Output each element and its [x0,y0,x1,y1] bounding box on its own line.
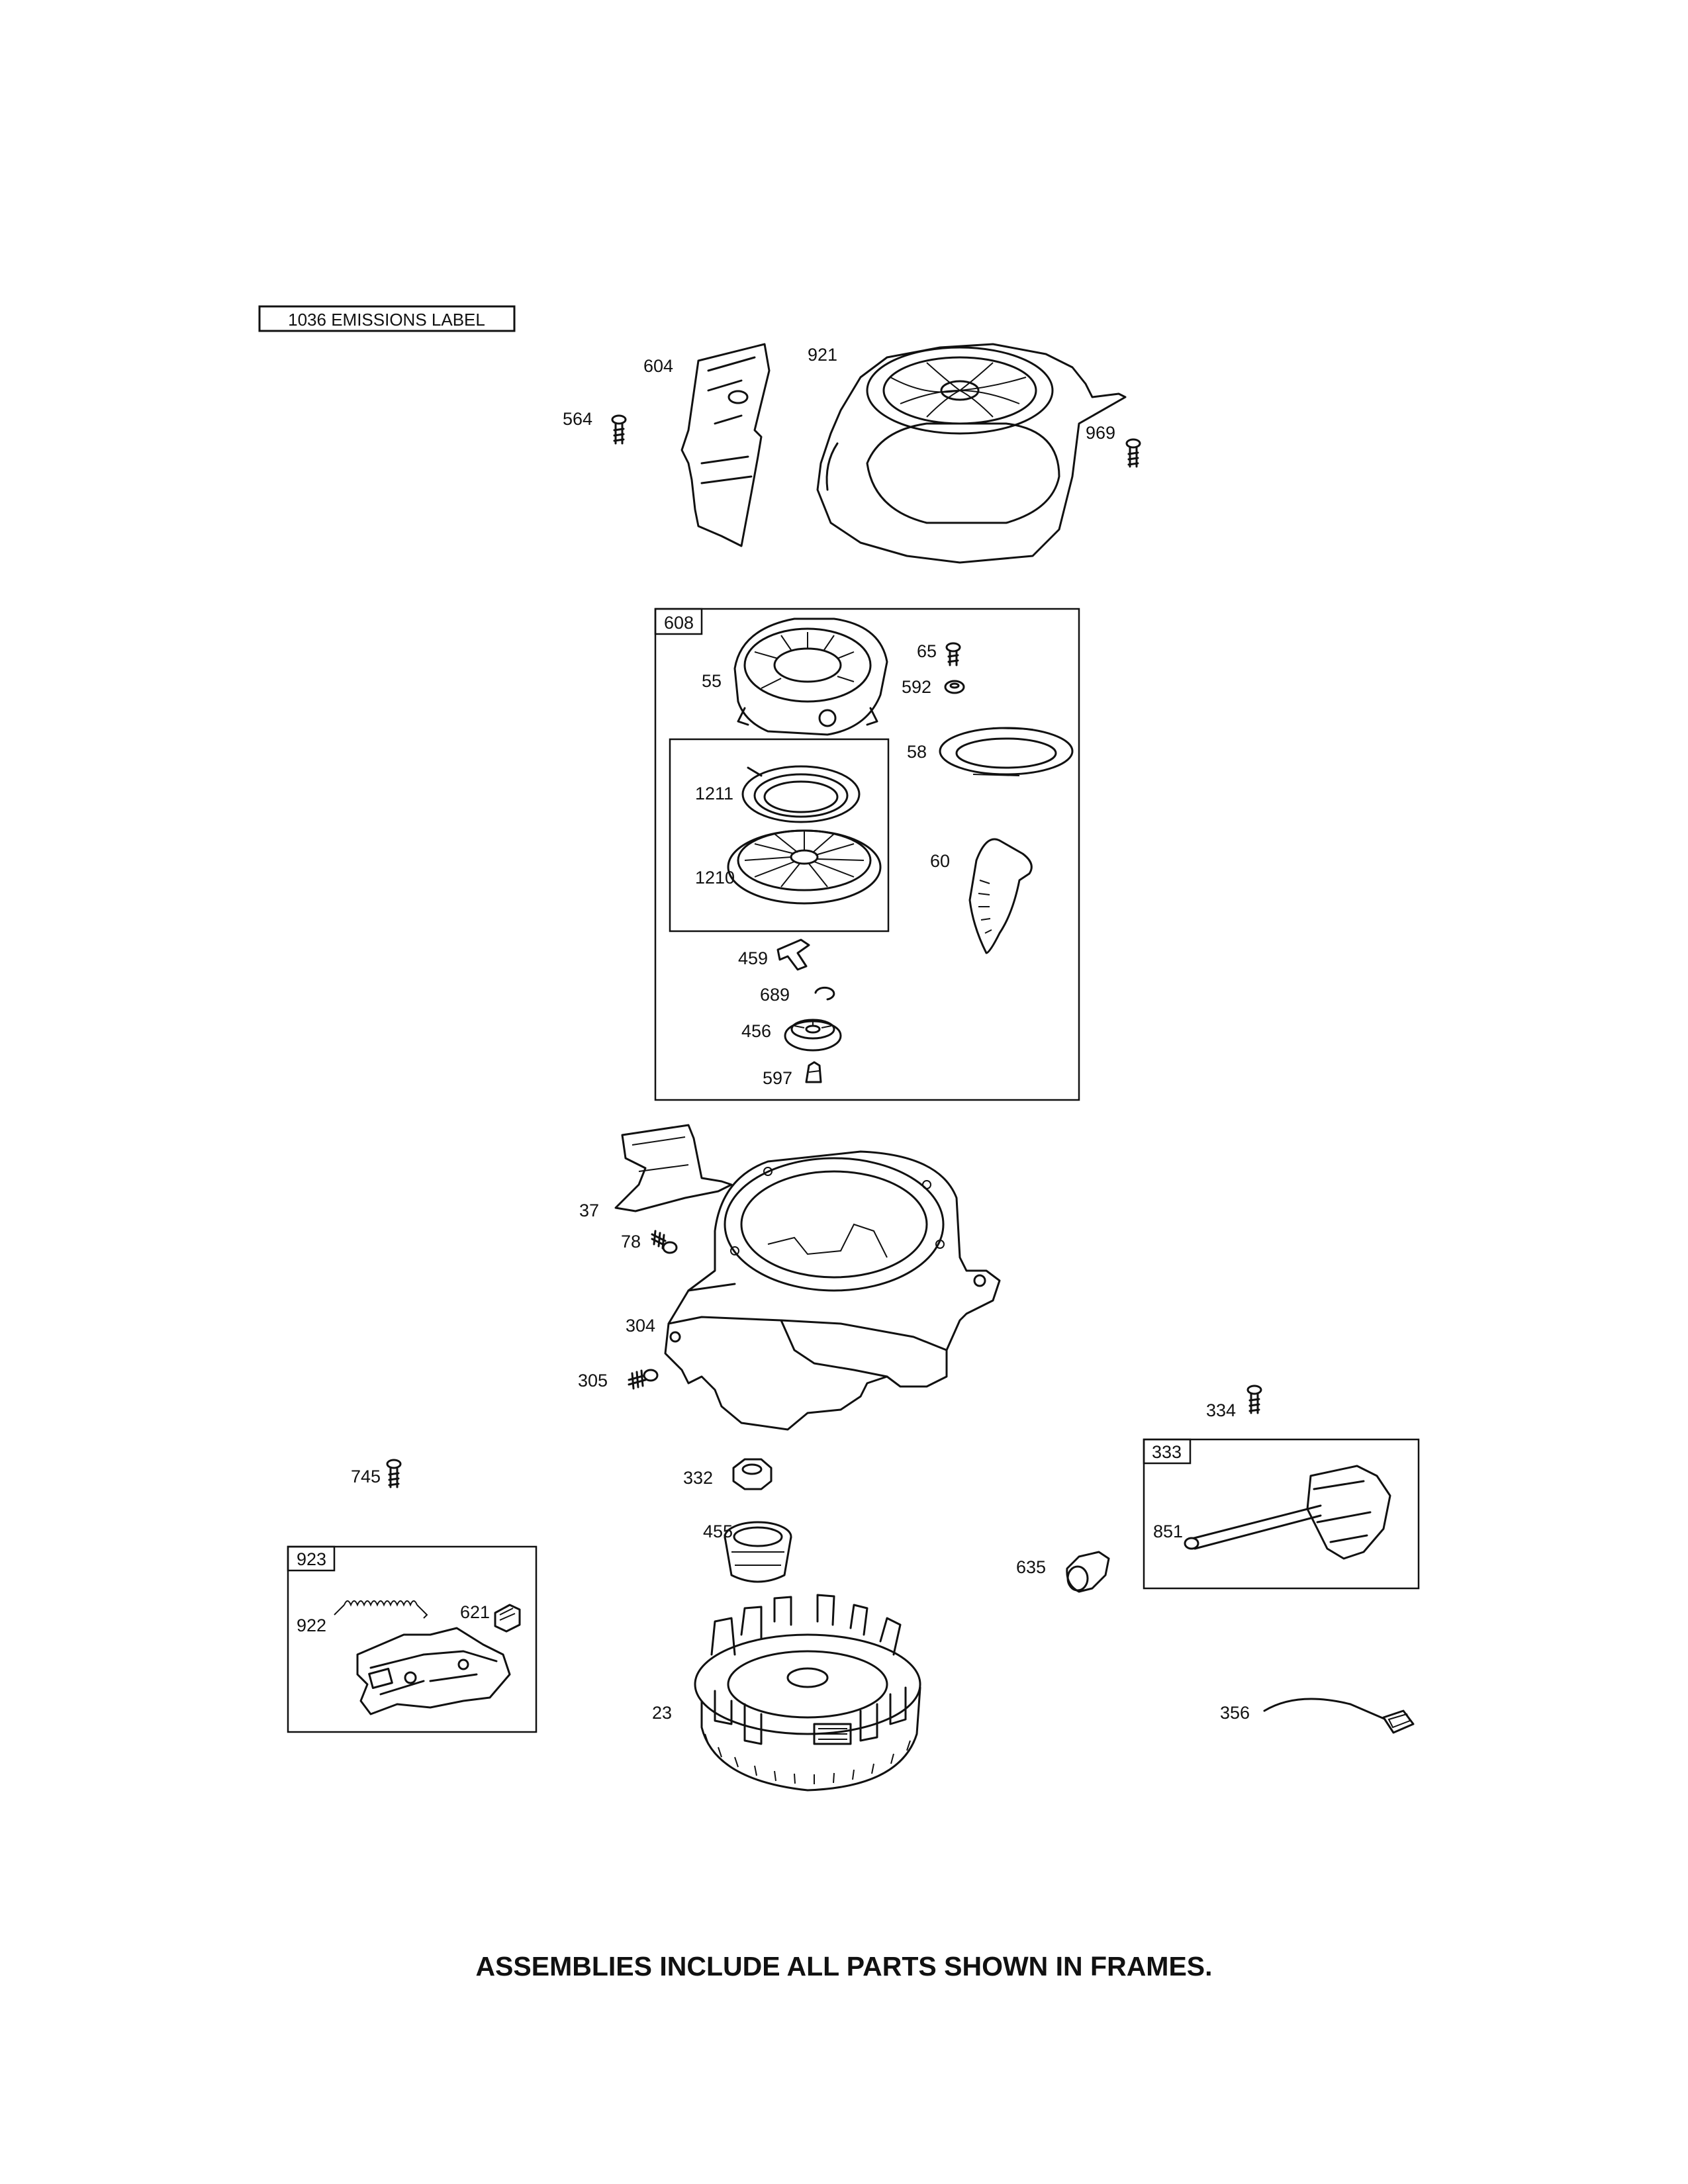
callout-921: 921 [808,345,837,365]
callout-305: 305 [578,1371,608,1390]
callout-334: 334 [1206,1400,1236,1420]
wire-356-part [1263,1698,1415,1734]
starter-housing-part [733,617,888,736]
callout-689: 689 [760,985,790,1005]
callout-23: 23 [652,1703,672,1723]
callout-1211: 1211 [695,784,733,803]
screw-305-part [628,1369,659,1390]
callout-969: 969 [1086,423,1115,443]
blower-housing-part [816,343,1127,564]
pawl-459-part [776,938,810,971]
frame-608-label: 608 [664,613,694,633]
cup-456-part [784,1019,842,1052]
callout-58: 58 [907,742,927,762]
handle-60-part [968,838,1033,954]
nut-592-part [944,680,965,694]
callout-597: 597 [763,1068,792,1088]
callout-459: 459 [738,948,768,968]
screw-78-part [651,1230,678,1254]
screw-597-part [805,1061,822,1083]
callout-356: 356 [1220,1703,1250,1723]
blower-deflector-part [680,343,771,547]
callout-456: 456 [741,1021,771,1041]
callout-592: 592 [902,677,931,697]
callout-745: 745 [351,1467,381,1486]
flywheel-23-part [694,1594,921,1792]
callout-78: 78 [621,1232,641,1251]
callout-922: 922 [297,1615,326,1635]
callout-621: 621 [460,1602,490,1622]
callout-604: 604 [643,356,673,376]
pulley-1210-part [727,829,882,905]
starter-assembly-frame: 608 [654,608,1080,1101]
rope-58-part [939,727,1074,776]
callout-65: 65 [917,641,937,661]
spark-boot-635-part [1066,1551,1110,1593]
emissions-label-box: 1036 EMISSIONS LABEL [258,305,516,332]
governor-assembly-frame: 923 [287,1545,538,1733]
callout-60: 60 [930,851,950,871]
callout-1210: 1210 [695,868,735,887]
callout-55: 55 [702,671,722,691]
screw-334-part [1246,1385,1262,1414]
screw-969-part [1125,438,1141,468]
retainer-689-part [814,986,835,1001]
emissions-label-text: 1036 EMISSIONS LABEL [288,310,485,330]
air-guide-37-part [614,1124,733,1212]
pulley-subframe [669,738,890,933]
screw-65-part [945,642,961,666]
governor-bracket-part [356,1627,511,1715]
callout-332: 332 [683,1468,713,1488]
clutch-455-part [724,1521,792,1583]
ignition-assembly-frame: 333 [1143,1438,1420,1590]
footer-note: ASSEMBLIES INCLUDE ALL PARTS SHOWN IN FR… [475,1951,1212,1981]
screw-564-part [611,414,627,445]
frame-923-label: 923 [297,1549,326,1569]
nut-332-part [732,1458,773,1490]
armature-851-part [1184,1465,1391,1560]
frame-333-label: 333 [1152,1442,1182,1462]
callout-851: 851 [1153,1522,1183,1541]
spring-922-part [334,1600,428,1619]
callout-635: 635 [1016,1557,1046,1577]
callout-37: 37 [579,1201,599,1220]
link-621-part [494,1604,521,1633]
spring-1211-part [741,765,861,823]
callout-564: 564 [563,409,592,429]
callout-455: 455 [703,1522,733,1541]
callout-304: 304 [626,1316,655,1336]
screw-745-part [386,1459,402,1488]
housing-304-part [664,1150,1001,1431]
